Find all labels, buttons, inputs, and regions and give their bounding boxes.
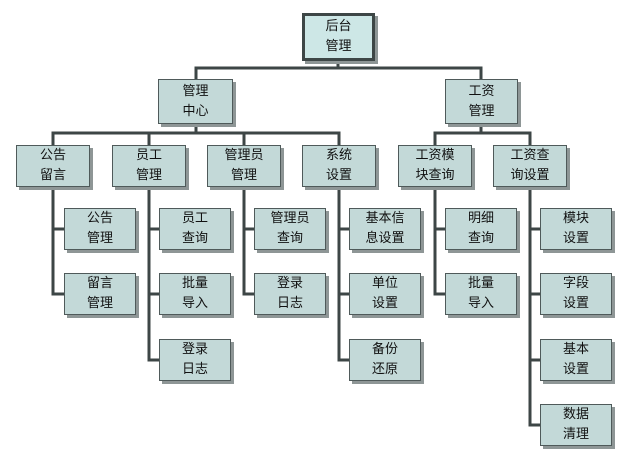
node-notice-manage: 公告 管理 [64,208,136,250]
node-message-manage: 留言 管理 [64,273,136,315]
node-admin: 管理员 管理 [207,145,281,187]
node-staff: 员工 管理 [112,145,186,187]
node-staff-query: 员工 查询 [159,208,231,250]
node-basic-info: 基本信 息设置 [349,208,421,250]
node-backup-restore: 备份 还原 [349,339,421,381]
node-staff-import: 批量 导入 [159,273,231,315]
node-staff-log: 登录 日志 [159,339,231,381]
node-admin-query: 管理员 查询 [254,208,326,250]
node-basic-setting: 基本 设置 [540,339,612,381]
node-unit-setting: 单位 设置 [349,273,421,315]
node-root: 后台 管理 [302,13,375,61]
node-salary-query: 工资模 块查询 [398,145,472,187]
node-data-clear: 数据 清理 [540,404,612,446]
node-module-setting: 模块 设置 [540,208,612,250]
node-field-setting: 字段 设置 [540,273,612,315]
node-mgmt: 管理 中心 [158,79,233,124]
node-salary: 工资 管理 [445,79,518,124]
node-notice: 公告 留言 [16,145,90,187]
node-salary-setting: 工资查 询设置 [493,145,567,187]
node-admin-log: 登录 日志 [254,273,326,315]
node-salary-import: 批量 导入 [445,273,517,315]
node-detail-query: 明细 查询 [445,208,517,250]
node-system: 系统 设置 [302,145,376,187]
